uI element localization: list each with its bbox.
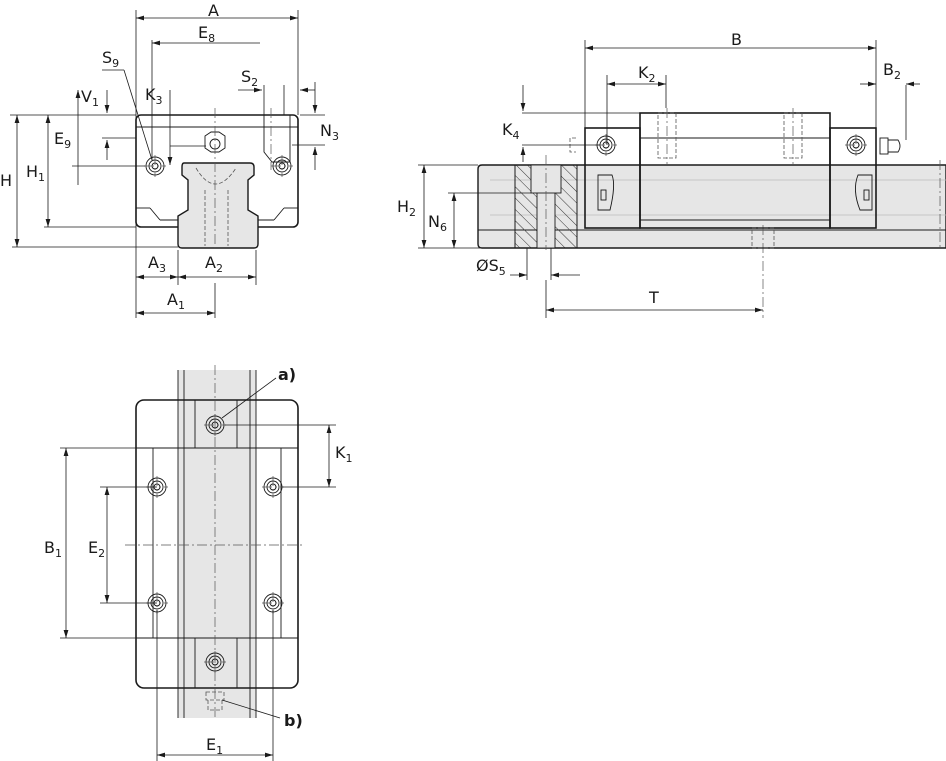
label-H2: H2 [397,197,416,219]
label-A2: A2 [205,253,223,275]
side-view [418,40,946,318]
label-S5: ØS5 [476,256,506,278]
grease-nipple-icon [888,139,901,153]
lube-hex-icon [204,131,226,153]
label-K3: K3 [145,85,163,107]
label-E1: E1 [206,735,223,757]
label-B: B [731,30,742,49]
callout-b: b) [284,711,303,730]
front-view [10,10,325,318]
label-T: T [648,288,659,307]
top-view [60,365,336,761]
label-E9: E9 [54,129,71,151]
label-H: H [0,171,12,190]
label-N6: N6 [428,212,447,234]
label-B1: B1 [44,538,62,560]
rail-profile [177,162,259,249]
label-K2: K2 [638,63,656,85]
label-B2: B2 [883,60,901,82]
grease-nipple-icon [205,691,225,711]
carriage-top [135,399,299,689]
label-E8: E8 [198,23,215,45]
lube-nipple-left-icon [143,154,167,178]
label-A1: A1 [167,290,185,312]
label-K1: K1 [335,443,353,465]
callout-a: a) [278,365,296,384]
label-S9: S9 [102,48,119,70]
label-V1: V1 [81,87,99,109]
label-N3: N3 [320,121,339,143]
label-E2: E2 [88,538,105,560]
end-cap-right [829,127,877,229]
label-H1: H1 [26,162,45,184]
label-S2: S2 [241,67,258,89]
label-A: A [208,1,219,20]
label-A3: A3 [148,253,166,275]
label-K4: K4 [502,120,520,142]
dimension-labels: A E8 S9 K3 S2 V1 N3 E9 H H1 A3 A2 A1 B K… [0,1,901,757]
